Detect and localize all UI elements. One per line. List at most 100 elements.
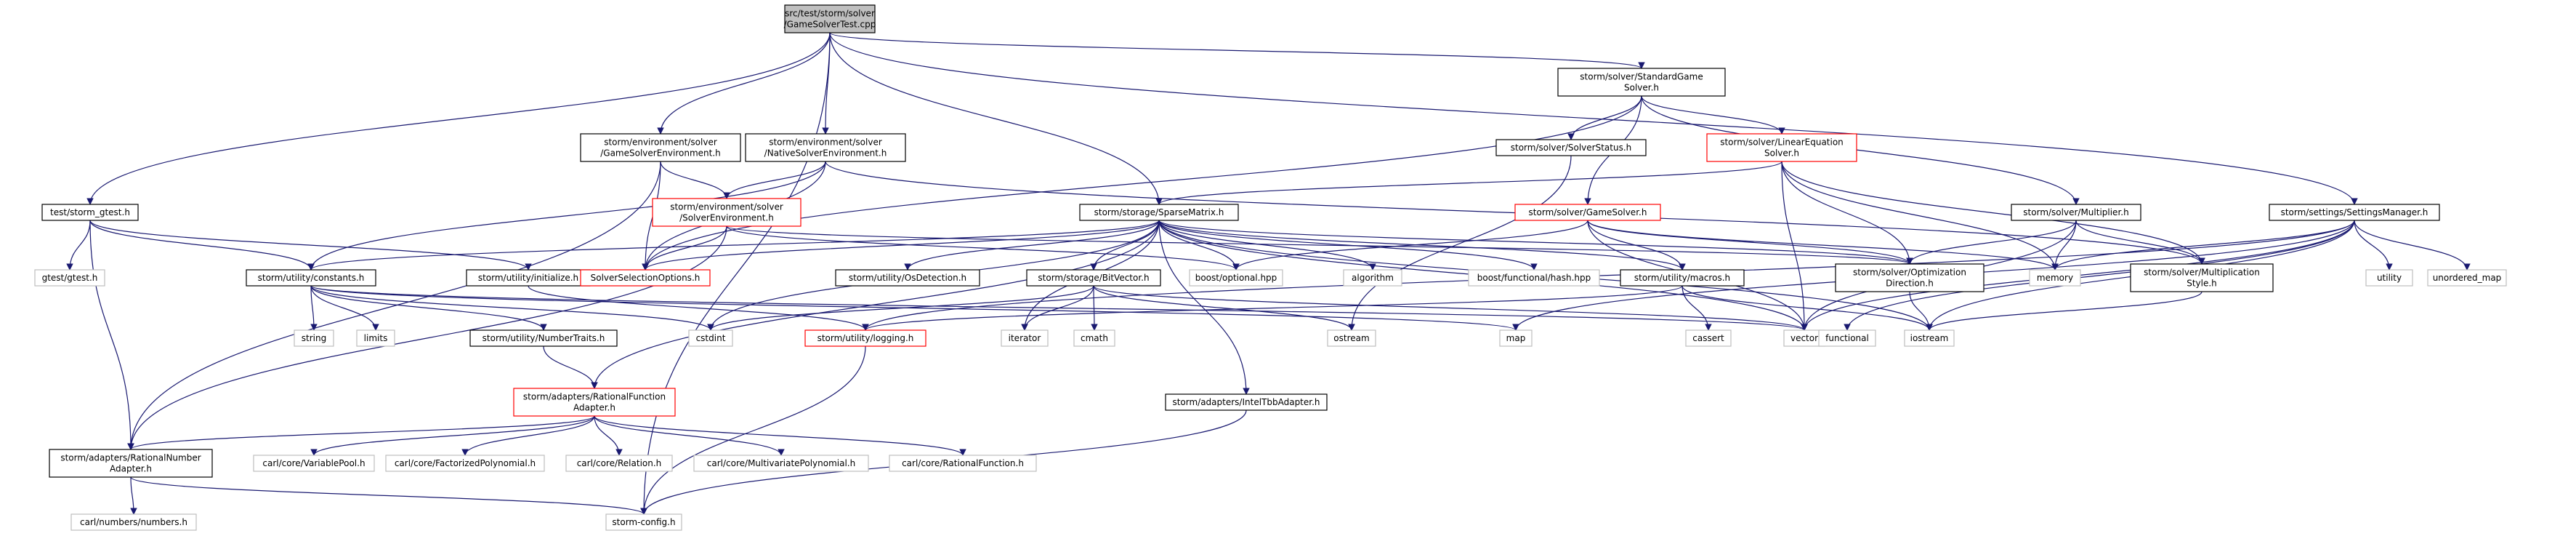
edge-solverstatus-to-ostream (1348, 155, 1572, 331)
edge-nse-to-multstyle (825, 161, 2205, 265)
node-label-utility-0: utility (2377, 273, 2402, 283)
node-ratfunction: carl/core/RationalFunction.h (889, 455, 1037, 472)
node-box-solverstatus (1495, 139, 1647, 156)
node-constants[interactable]: storm/utility/constants.h (246, 269, 376, 287)
edge-gamesolver-to-optdir (1587, 220, 1913, 265)
node-settings[interactable]: storm/settings/SettingsManager.h (2269, 204, 2440, 221)
edge-root-to-gtest_storm (86, 32, 831, 205)
node-varpool: carl/core/VariablePool.h (253, 455, 375, 472)
node-label-osdetect-0: storm/utility/OsDetection.h (849, 273, 966, 283)
node-box-gamesolver (1514, 204, 1661, 221)
node-gamesolver[interactable]: storm/solver/GameSolver.h (1514, 204, 1661, 221)
edge-constants-to-cstdint (310, 285, 714, 331)
node-label-map-0: map (1506, 333, 1526, 343)
node-box-solverenv (652, 198, 802, 227)
edge-sparse-to-inteltbb (1158, 220, 1250, 395)
edge-gtest_storm-to-constants (89, 220, 315, 271)
node-box-sparse (1079, 204, 1239, 221)
node-boosthash: boost/functional/hash.hpp (1468, 269, 1600, 287)
node-label-root-1: /GameSolverTest.cpp (784, 20, 876, 30)
node-osdetect[interactable]: storm/utility/OsDetection.h (835, 269, 980, 287)
node-label-functional-0: functional (1825, 333, 1869, 343)
node-solverstatus[interactable]: storm/solver/SolverStatus.h (1495, 139, 1647, 156)
edge-ratnum-to-carlnum (130, 476, 137, 515)
node-multipoly: carl/core/MultivariatePolynomial.h (693, 455, 869, 472)
node-solverenv[interactable]: storm/environment/solver/SolverEnvironme… (652, 198, 802, 227)
node-string: string (294, 329, 334, 347)
node-label-varpool-0: carl/core/VariablePool.h (262, 458, 365, 468)
node-box-map (1499, 329, 1533, 347)
edge-sparse-to-optdir (1158, 220, 1913, 265)
edge-root-to-sparse (829, 32, 1163, 205)
node-label-optdir-0: storm/solver/Optimization (1853, 268, 1966, 278)
node-box-osdetect (835, 269, 980, 287)
node-box-multipoly (693, 455, 869, 472)
node-label-ratnum-0: storm/adapters/RationalNumber (60, 453, 201, 463)
node-inteltbb[interactable]: storm/adapters/IntelTbbAdapter.h (1165, 393, 1328, 411)
node-selopts[interactable]: SolverSelectionOptions.h (580, 269, 711, 287)
node-box-boostopt (1189, 269, 1283, 287)
node-label-factpoly-0: carl/core/FactorizedPolynomial.h (395, 458, 536, 468)
node-label-solverenv-0: storm/environment/solver (670, 202, 783, 212)
node-label-sgs-1: Solver.h (1624, 83, 1659, 93)
edge-sparse-to-boostopt (1158, 220, 1240, 271)
node-sparse[interactable]: storm/storage/SparseMatrix.h (1079, 204, 1239, 221)
node-label-carlnum-0: carl/numbers/numbers.h (80, 517, 187, 527)
node-initialize[interactable]: storm/utility/initialize.h (466, 269, 591, 287)
node-logging[interactable]: storm/utility/logging.h (804, 329, 926, 347)
edge-constants-to-limits (310, 285, 379, 331)
node-label-gtest_storm-0: test/storm_gtest.h (50, 207, 130, 217)
node-label-stormconfig-0: storm-config.h (612, 517, 675, 527)
node-box-gtest_storm (41, 204, 139, 221)
edge-sparse-to-ratfunc (591, 220, 1160, 389)
node-box-macros (1620, 269, 1745, 287)
edge-ratfunc-to-ratfunction (594, 415, 966, 456)
edge-multiplier-to-memory (2051, 220, 2077, 271)
edge-settings-to-unordered_map (2354, 220, 2471, 271)
edge-root-to-gse (657, 32, 831, 135)
node-multiplier[interactable]: storm/solver/Multiplier.h (2011, 204, 2141, 221)
edge-gse-to-solverenv (660, 161, 730, 199)
node-cassert: cassert (1685, 329, 1732, 347)
edge-root-to-stormconfig (640, 32, 831, 515)
node-label-vector-0: vector (1790, 333, 1818, 343)
edge-nse-to-solverenv (723, 161, 826, 199)
node-root[interactable]: src/test/storm/solver/GameSolverTest.cpp (784, 4, 876, 33)
node-label-solverstatus-0: storm/solver/SolverStatus.h (1511, 143, 1632, 153)
node-label-root-0: src/test/storm/solver (785, 9, 875, 19)
edge-solverenv-to-selopts (642, 225, 727, 271)
edge-lineq-to-vector (1781, 161, 1808, 331)
node-label-inteltbb-0: storm/adapters/IntelTbbAdapter.h (1172, 397, 1320, 407)
node-bitvector[interactable]: storm/storage/BitVector.h (1026, 269, 1161, 287)
edge-sparse-to-boosthash (1158, 220, 1538, 271)
node-box-relation (565, 455, 673, 472)
node-gtest_storm[interactable]: test/storm_gtest.h (41, 204, 139, 221)
edge-ratfunc-to-varpool (310, 415, 595, 456)
node-label-bitvector-0: storm/storage/BitVector.h (1038, 273, 1149, 283)
edge-sparse-to-selopts (642, 220, 1160, 271)
edge-root-to-sgs (829, 32, 1645, 69)
node-factpoly: carl/core/FactorizedPolynomial.h (385, 455, 545, 472)
node-label-sgs-0: storm/solver/StandardGame (1580, 72, 1703, 82)
node-memory: memory (2029, 269, 2081, 287)
node-nse[interactable]: storm/environment/solver/NativeSolverEnv… (745, 133, 906, 162)
node-box-bitvector (1026, 269, 1161, 287)
node-cstdint: cstdint (688, 329, 733, 347)
node-label-optdir-1: Direction.h (1886, 279, 1934, 289)
node-box-lineq (1706, 133, 1857, 162)
node-numtraits[interactable]: storm/utility/NumberTraits.h (469, 329, 618, 347)
node-gse[interactable]: storm/environment/solver/GameSolverEnvir… (580, 133, 741, 162)
edge-ratnum-to-stormconfig (130, 476, 647, 515)
edge-sparse-to-osdetect (904, 220, 1160, 271)
edge-lineq-to-optdir (1781, 161, 1913, 265)
node-box-cstdint (688, 329, 733, 347)
node-box-utility (2365, 269, 2413, 287)
node-macros[interactable]: storm/utility/macros.h (1620, 269, 1745, 287)
node-box-algorithm (1343, 269, 1402, 287)
